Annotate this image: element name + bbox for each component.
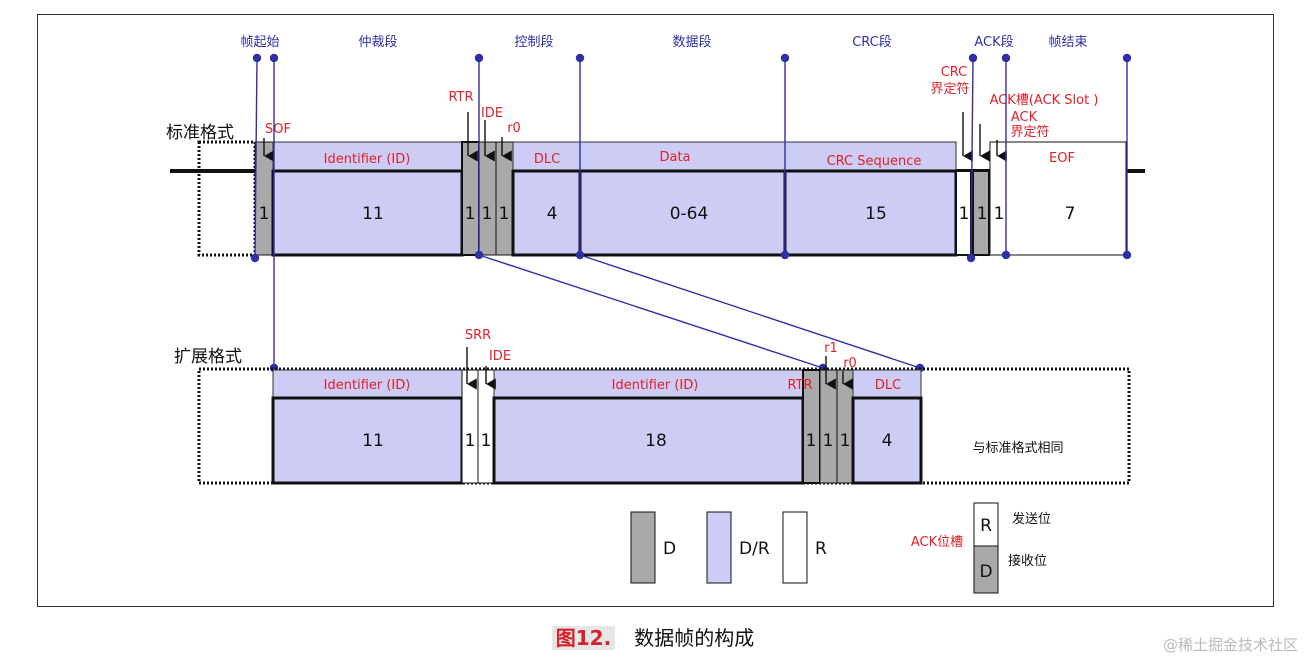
caption-number: 图12. <box>551 626 616 650</box>
bits-ack-slot: 1 <box>977 204 988 224</box>
field-sof <box>254 141 274 256</box>
field-eof <box>1005 141 1127 256</box>
ext-field-r0 <box>836 369 854 484</box>
label-eof: EOF <box>1049 151 1075 166</box>
segment-ack: ACK段 <box>974 35 1013 50</box>
label-sof: SOF <box>265 122 291 137</box>
field-ide <box>478 141 497 256</box>
ext-label-identifier-ext: Identifier (ID) <box>612 378 699 393</box>
legend-dominant-label: D <box>663 539 676 559</box>
ext-bits-dlc: 4 <box>882 431 893 451</box>
legend-send-bit: 发送位 <box>1012 511 1051 527</box>
ext-field-ide <box>477 369 495 484</box>
ext-label-ide: IDE <box>489 349 511 364</box>
caption-text: 数据帧的构成 <box>634 626 755 650</box>
legend-ack-r-box <box>973 502 999 547</box>
field-ack-slot <box>972 170 990 256</box>
ext-label-r0: r0 <box>843 356 857 371</box>
bits-eof: 7 <box>1065 204 1076 224</box>
segment-data: 数据段 <box>672 35 711 50</box>
ext-label-rtr: RTR <box>787 378 812 393</box>
extended-frame: Identifier (ID) SRR IDE Identifier (ID) … <box>197 328 1131 485</box>
field-dlc <box>511 169 582 257</box>
field-rtr <box>461 141 480 256</box>
segment-frame-end: 帧结束 <box>1048 35 1087 50</box>
label-data: Data <box>659 150 690 165</box>
legend-ack-d-box <box>973 545 999 594</box>
segment-arbitration: 仲裁段 <box>358 34 397 50</box>
label-identifier: Identifier (ID) <box>324 152 411 167</box>
ext-field-dlc <box>851 396 923 485</box>
bits-ack-delimiter: 1 <box>994 204 1005 224</box>
legend-dr-label: D/R <box>739 539 770 559</box>
legend-ack-slot-label: ACK位槽 <box>911 535 963 550</box>
ext-field-r1 <box>819 369 838 484</box>
bits-identifier: 11 <box>362 204 384 224</box>
label-ack-slot: ACK槽(ACK Slot ) <box>990 93 1099 108</box>
legend-ack-d-text: D <box>979 562 992 582</box>
ext-bits-rtr: 1 <box>806 431 817 451</box>
bits-crc-sequence: 15 <box>865 204 887 224</box>
figure-caption: 图12. 数据帧的构成 <box>0 622 1306 651</box>
ext-label-srr: SRR <box>465 328 491 343</box>
ext-bits-srr: 1 <box>465 431 476 451</box>
field-data <box>578 169 787 257</box>
bits-data: 0-64 <box>670 204 709 224</box>
label-r0: r0 <box>507 121 521 136</box>
legend-ack-r-text: R <box>980 516 992 536</box>
standard-frame: SOF Identifier (ID) RTR IDE r0 DLC Data … <box>170 65 1145 257</box>
label-ack-delimiter-1: ACK <box>1011 110 1038 125</box>
legend-recessive-label: R <box>815 539 827 559</box>
bits-r0: 1 <box>499 204 510 224</box>
label-ack-delimiter-2: 界定符 <box>1010 124 1049 140</box>
segment-crc: CRC段 <box>852 35 892 50</box>
label-crc-delimiter-2: 界定符 <box>930 81 969 97</box>
bits-rtr: 1 <box>465 204 476 224</box>
ext-bits-identifier-ext: 18 <box>645 431 667 451</box>
ext-bits-identifier-base: 11 <box>362 431 384 451</box>
label-crc-delimiter-1: CRC <box>941 65 968 80</box>
field-crc-sequence <box>783 169 958 257</box>
field-ack-delimiter <box>989 141 1007 256</box>
ext-bits-r0: 1 <box>840 431 851 451</box>
ext-field-srr <box>461 369 479 484</box>
ext-label-identifier-base: Identifier (ID) <box>324 378 411 393</box>
label-rtr: RTR <box>448 90 473 105</box>
legend-dominant-swatch <box>630 511 656 584</box>
legend-recessive-swatch <box>782 511 808 584</box>
ext-field-identifier-base <box>271 396 464 485</box>
ext-bits-r1: 1 <box>823 431 834 451</box>
ext-label-r1: r1 <box>824 341 838 356</box>
diagram-frame <box>37 14 1274 607</box>
ext-label-dlc: DLC <box>875 378 901 393</box>
ext-field-identifier-ext <box>492 396 805 485</box>
field-r0 <box>495 141 514 256</box>
watermark: @稀土掘金技术社区 <box>1162 636 1298 654</box>
ext-bits-ide: 1 <box>481 431 492 451</box>
segment-control: 控制段 <box>514 35 553 50</box>
bits-sof: 1 <box>259 204 270 224</box>
legend-dr-swatch <box>706 511 732 584</box>
segment-frame-start: 帧起始 <box>240 35 279 50</box>
legend: D D/R R ACK位槽 R D 发送位 接收位 <box>630 502 1051 594</box>
ext-label-same-as-standard: 与标准格式相同 <box>972 440 1063 456</box>
row-label-standard: 标准格式 <box>166 123 234 143</box>
row-label-extended: 扩展格式 <box>174 347 242 367</box>
label-crc-sequence: CRC Sequence <box>827 154 922 169</box>
bits-crc-delimiter: 1 <box>959 204 970 224</box>
bits-ide: 1 <box>482 204 493 224</box>
legend-recv-bit: 接收位 <box>1008 553 1047 569</box>
bits-dlc: 4 <box>547 204 558 224</box>
label-dlc: DLC <box>534 152 560 167</box>
label-ide: IDE <box>481 106 503 121</box>
